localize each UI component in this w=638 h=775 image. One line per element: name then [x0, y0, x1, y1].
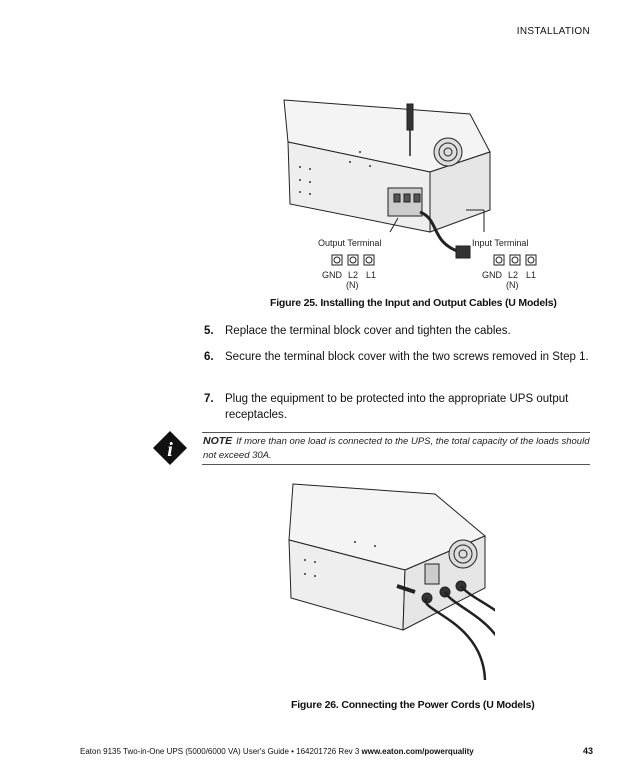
output-terminal-label: Output Terminal: [318, 238, 381, 248]
input-neutral-label: (N): [506, 280, 519, 290]
page-number: 43: [582, 746, 593, 756]
step-text: Plug the equipment to be protected into …: [225, 393, 569, 421]
footer-text: Eaton 9135 Two-in-One UPS (5000/6000 VA)…: [80, 747, 362, 756]
output-l2-label: L2: [348, 270, 358, 280]
output-neutral-label: (N): [346, 280, 359, 290]
step-text: Secure the terminal block cover with the…: [225, 351, 589, 363]
step-text: Replace the terminal block cover and tig…: [225, 325, 511, 337]
step-number: 6.: [204, 351, 214, 363]
note-label: NOTE: [203, 435, 233, 447]
info-icon: i: [153, 431, 187, 465]
svg-text:i: i: [167, 439, 173, 461]
footer-url: www.eaton.com/powerquality: [361, 747, 474, 756]
note-divider-top: [202, 432, 590, 433]
figure-25-illustration: Output Terminal Input Terminal GND L2 L1…: [283, 99, 537, 290]
step-number: 5.: [204, 325, 214, 337]
input-gnd-label: GND: [482, 270, 503, 280]
input-l2-label: L2: [508, 270, 518, 280]
note-text: If more than one load is connected to th…: [203, 436, 590, 461]
output-l1-label: L1: [366, 270, 376, 280]
output-gnd-label: GND: [322, 270, 343, 280]
section-header: INSTALLATION: [516, 26, 590, 37]
step-number: 7.: [204, 393, 214, 405]
figure-26-illustration: [288, 483, 495, 681]
input-l1-label: L1: [526, 270, 536, 280]
input-terminal-label: Input Terminal: [472, 238, 528, 248]
figure-26-caption: Figure 26. Connecting the Power Cords (U…: [291, 699, 535, 711]
figure-25-caption: Figure 25. Installing the Input and Outp…: [270, 297, 557, 309]
note-divider-bottom: [202, 464, 590, 465]
page-footer: Eaton 9135 Two-in-One UPS (5000/6000 VA)…: [80, 747, 474, 756]
